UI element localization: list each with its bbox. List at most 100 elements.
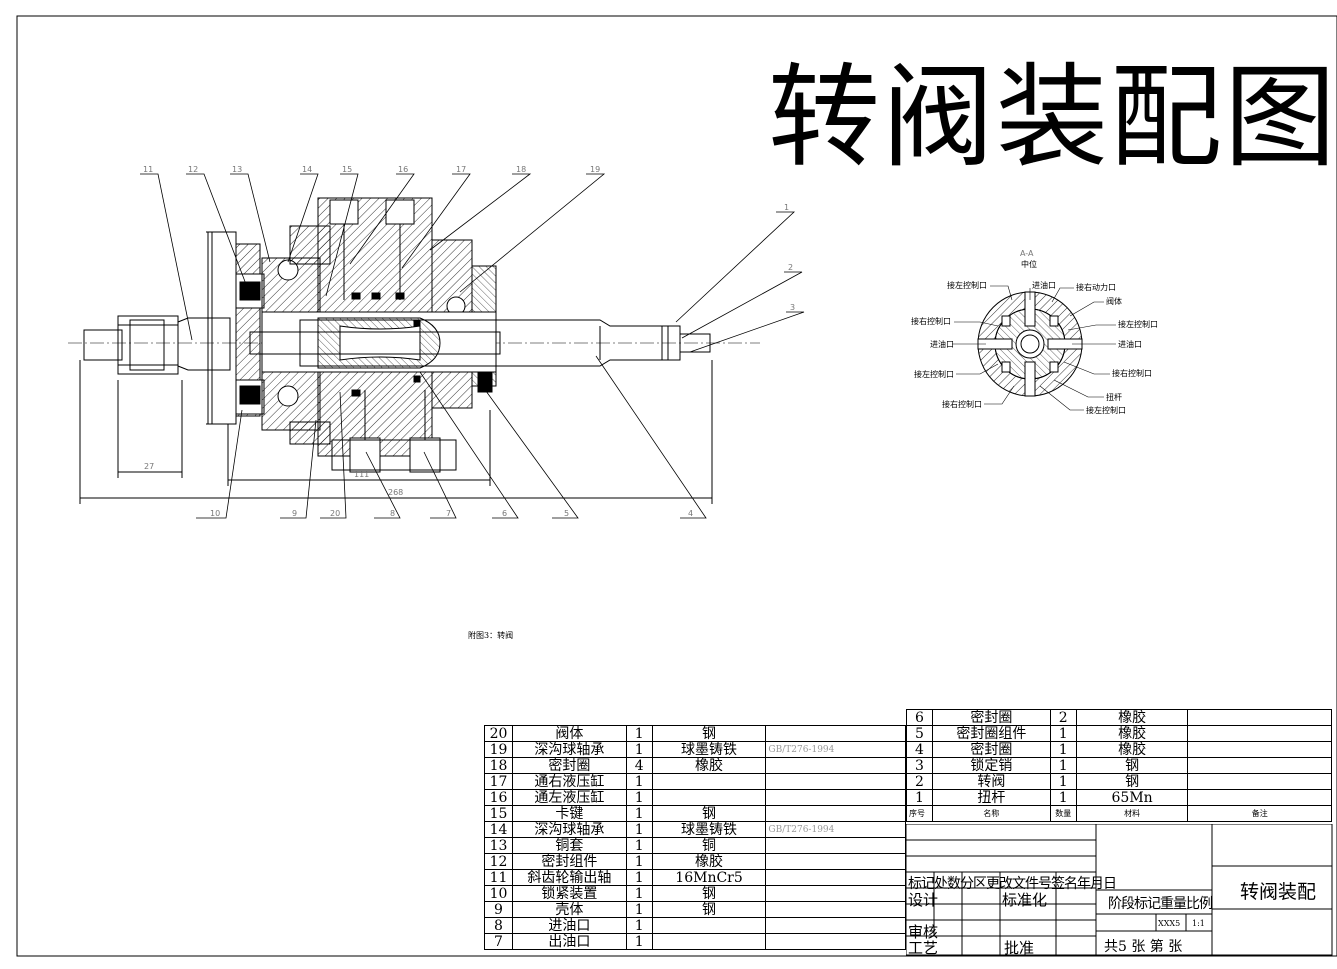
balloon-9: 9 [292, 509, 297, 518]
title-block-approve: 批准 [1004, 939, 1035, 957]
bom-cell-note [1187, 725, 1332, 742]
bom-cell-name: 阀体 [511, 725, 627, 742]
bom-cell-qty: 1 [1049, 725, 1077, 742]
bom-cell-no: 3 [906, 757, 933, 774]
bom-cell-name: 密封圈 [511, 757, 627, 774]
bom-cell-name: 锁定销 [931, 757, 1051, 774]
bom-cell-mat: 钢 [651, 885, 767, 902]
balloon-5: 5 [564, 509, 569, 518]
bom-cell-mat [651, 917, 767, 934]
bom-cell-name: 密封圈组件 [931, 725, 1051, 742]
label-body: 阀体 [1106, 296, 1122, 306]
dim-111: 111 [354, 470, 369, 479]
balloon-15: 15 [342, 165, 352, 174]
bom-cell-std [765, 901, 906, 918]
bom-cell-no: 18 [484, 757, 513, 774]
label-bot-left: 接右控制口 [942, 399, 982, 409]
bom-cell-name: 深沟球轴承 [511, 741, 627, 758]
bom-cell-no: 7 [484, 933, 513, 950]
bom-cell-no: 6 [906, 709, 933, 726]
title-block-standard: 标准化 [1002, 891, 1048, 909]
bom-cell-name: 扭杆 [931, 789, 1051, 806]
bom-cell-qty: 1 [625, 725, 653, 742]
bom-cell-mat [651, 773, 767, 790]
bom-cell-name: 通左液压缸 [511, 789, 627, 806]
balloon-11: 11 [143, 165, 153, 174]
bom-cell-qty: 1 [625, 853, 653, 870]
balloon-16: 16 [398, 165, 408, 174]
bom-cell-note [1187, 757, 1332, 774]
bom-cell-mat: 橡胶 [1075, 725, 1189, 742]
bom-cell-name: 锁紧装置 [511, 885, 627, 902]
label-left1: 接右控制口 [911, 316, 951, 326]
balloon-13: 13 [232, 165, 242, 174]
bom-cell-std [765, 837, 906, 854]
bom-cell-mat: 16MnCr5 [651, 869, 767, 886]
bom-cell-mat: 铜 [651, 837, 767, 854]
label-right1: 接左控制口 [1118, 319, 1158, 329]
bom-cell-mat: 钢 [1075, 773, 1189, 790]
bom-cell-no: 19 [484, 741, 513, 758]
section-a-a [977, 291, 1083, 397]
balloon-4: 4 [688, 509, 693, 518]
bom-cell-mat [651, 933, 767, 950]
section-label: A-A [1020, 249, 1034, 258]
bom-cell-std [765, 773, 906, 790]
bom-cell-qty: 1 [1049, 741, 1077, 758]
dim-268: 268 [388, 488, 403, 497]
title-block [906, 824, 1333, 956]
bom-cell-mat: 橡胶 [1075, 709, 1189, 726]
bom-cell-mat: 65Mn [1075, 789, 1189, 806]
label-right2: 接右控制口 [1112, 368, 1152, 378]
bom-cell-name: 密封圈 [931, 741, 1051, 758]
bom-cell-qty: 1 [625, 805, 653, 822]
bom-cell-name: 卡键 [511, 805, 627, 822]
bom-cell-qty: 1 [625, 741, 653, 758]
bom-cell-no: 8 [484, 917, 513, 934]
bom-cell-std [765, 933, 906, 950]
bom-header-no: 序号 [906, 805, 933, 822]
bom-cell-std: GB/T276-1994 [765, 821, 906, 838]
label-left-in: 进油口 [930, 339, 954, 349]
dim-27: 27 [144, 462, 154, 471]
bom-cell-qty: 1 [625, 869, 653, 886]
section-sub: 中位 [1021, 259, 1037, 269]
title-block-name: 转阀装配 [1240, 881, 1317, 903]
bom-cell-no: 2 [906, 773, 933, 790]
bom-cell-std [765, 869, 906, 886]
bom-cell-no: 14 [484, 821, 513, 838]
bom-cell-mat: 橡胶 [651, 853, 767, 870]
title-block-scale: 1:1 [1192, 919, 1205, 928]
bom-cell-mat: 球墨铸铁 [651, 821, 767, 838]
title-block-process: 工艺 [908, 939, 939, 957]
balloon-14: 14 [302, 165, 312, 174]
bom-header-qty: 数量 [1049, 805, 1077, 822]
bom-cell-qty: 4 [625, 757, 653, 774]
bom-cell-mat: 钢 [1075, 757, 1189, 774]
title-block-revision-row: 标记处数分区更改文件号签名年月日 [908, 876, 1117, 892]
balloon-3: 3 [790, 303, 795, 312]
label-left2: 接左控制口 [914, 369, 954, 379]
bom-cell-name: 密封圈 [931, 709, 1051, 726]
bom-cell-no: 12 [484, 853, 513, 870]
assembly-section [68, 197, 760, 504]
bom-cell-no: 20 [484, 725, 513, 742]
bom-cell-no: 4 [906, 741, 933, 758]
bom-cell-mat: 钢 [651, 725, 767, 742]
bom-cell-note [1187, 709, 1332, 726]
balloon-7: 7 [446, 509, 451, 518]
balloon-2: 2 [788, 263, 793, 272]
